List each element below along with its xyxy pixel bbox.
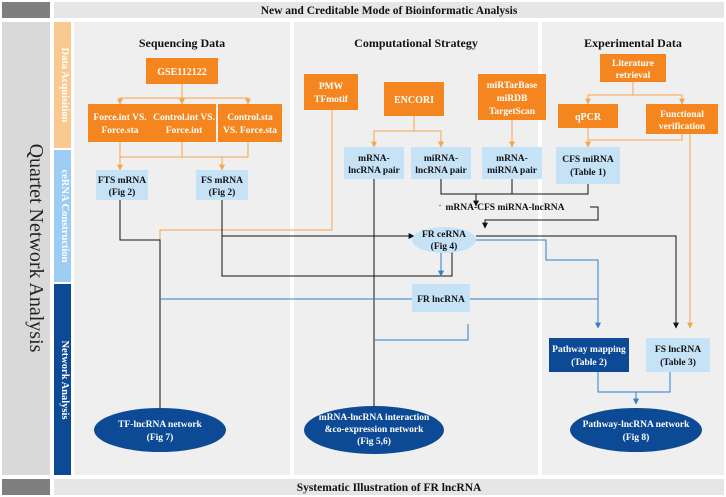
svg-text:miRNA-: miRNA- (424, 154, 458, 164)
svg-text:CFS miRNA: CFS miRNA (562, 155, 614, 165)
svg-text:(Table 1): (Table 1) (570, 167, 606, 178)
node-pmw-tfmotif: PMW TFmotif (304, 74, 358, 110)
svg-text:qPCR: qPCR (575, 112, 602, 123)
svg-text:mRNA-lncRNA interaction: mRNA-lncRNA interaction (319, 413, 430, 423)
node-fr-cerna: FR ceRNA (Fig 4) (412, 227, 476, 253)
row-label-acquisition: Data Acquisition (59, 48, 70, 123)
side-title: Quartet Network Analysis (25, 144, 47, 353)
svg-text:miRNA pair: miRNA pair (487, 166, 538, 176)
node-pathway-lncrna-network: Pathway-lncRNA network (Fig 8) (570, 408, 702, 452)
node-qpcr: qPCR (558, 104, 618, 128)
connectors (117, 82, 693, 447)
node-mirtarbase-mirdb-targetscan: miRTarBase miRDB TargetScan (478, 74, 546, 120)
svg-text:Pathway-lncRNA network: Pathway-lncRNA network (583, 420, 691, 430)
header-title: New and Creditable Mode of Bioinformatic… (261, 5, 518, 17)
node-fs-mrna: FS mRNA (Fig 2) (196, 170, 248, 200)
label-mrna-cfs-mirna-lncrna: mRNA-CFS miRNA-lncRNA (445, 203, 564, 213)
node-fs-lncrna: FS lncRNA (Table 3) (646, 338, 710, 372)
row-label-cerna: ceRNA Construction (59, 169, 70, 262)
row-label-network-bg (54, 284, 71, 475)
svg-text:(Fig 8): (Fig 8) (623, 432, 650, 443)
svg-text:miRDB: miRDB (497, 94, 528, 104)
footer-title: Systematic Illustration of FR lncRNA (297, 482, 482, 494)
svg-text:ENCORI: ENCORI (394, 95, 434, 106)
svg-text:Control.sta: Control.sta (227, 113, 273, 123)
svg-text:PMW: PMW (319, 82, 344, 92)
column-title-sequencing: Sequencing Data (139, 36, 225, 50)
svg-text:FR ceRNA: FR ceRNA (422, 230, 466, 240)
svg-text:(Fig 7): (Fig 7) (147, 432, 174, 443)
node-literature-retrieval: Literature retrieval (600, 54, 666, 82)
node-control-sta-vs-force-sta: Control.sta VS. Force.sta (218, 104, 282, 142)
svg-text:(Table 2): (Table 2) (571, 357, 607, 368)
svg-text:FS mRNA: FS mRNA (201, 176, 243, 186)
row-label-acquisition-bg (54, 22, 71, 148)
svg-text:FS lncRNA: FS lncRNA (655, 345, 701, 355)
header-bar (54, 2, 724, 18)
node-mrna-mirna-pair: mRNA- miRNA pair (482, 147, 542, 179)
svg-text:TF-lncRNA network: TF-lncRNA network (118, 420, 202, 430)
svg-text:retrieval: retrieval (616, 71, 651, 81)
svg-text:Force.int: Force.int (166, 126, 203, 136)
svg-text:Force.int VS.: Force.int VS. (93, 113, 146, 123)
svg-text:TargetScan: TargetScan (489, 107, 536, 117)
node-fr-lncrna: FR lncRNA (412, 284, 470, 312)
svg-text:GSE112122: GSE112122 (157, 67, 206, 78)
node-mrna-lncrna-interaction-network: mRNA-lncRNA interaction &co-expression n… (304, 406, 444, 454)
node-tf-lncrna-network: TF-lncRNA network (Fig 7) (94, 408, 226, 452)
svg-text:VS. Force.sta: VS. Force.sta (223, 126, 277, 136)
svg-text:Literature: Literature (612, 59, 654, 69)
svg-text:FR lncRNA: FR lncRNA (417, 295, 465, 305)
svg-text:verification: verification (659, 122, 706, 132)
svg-text:FTS mRNA: FTS mRNA (98, 176, 146, 186)
svg-text:(Fig 5,6): (Fig 5,6) (357, 436, 391, 447)
node-pathway-mapping: Pathway mapping (Table 2) (549, 338, 629, 372)
column-title-computational: Computational Strategy (354, 36, 478, 50)
svg-text:lncRNA pair: lncRNA pair (415, 166, 467, 176)
node-functional-verification: Functional verification (646, 104, 718, 134)
svg-text:(Fig 2): (Fig 2) (109, 187, 136, 198)
node-cfs-mirna: CFS miRNA (Table 1) (556, 147, 620, 184)
row-label-network: Network Analysis (59, 340, 70, 419)
svg-text:TFmotif: TFmotif (314, 95, 349, 105)
svg-text:mRNA-: mRNA- (358, 154, 390, 164)
svg-text:Functional: Functional (660, 110, 704, 120)
node-force-int-vs-force-sta: Force.int VS. Force.sta (88, 104, 152, 142)
header-tab (2, 2, 50, 18)
svg-text:Pathway mapping: Pathway mapping (552, 345, 626, 355)
svg-text:Control.int VS.: Control.int VS. (153, 113, 215, 123)
svg-text:(Fig 2): (Fig 2) (209, 187, 236, 198)
svg-text:&co-expression network: &co-expression network (325, 425, 424, 435)
svg-text:miRTarBase: miRTarBase (487, 81, 538, 91)
svg-text:(Table 3): (Table 3) (660, 357, 696, 368)
node-mirna-lncrna-pair: miRNA- lncRNA pair (411, 147, 471, 179)
svg-text:mRNA-: mRNA- (496, 154, 528, 164)
row-label-cerna-bg (54, 150, 71, 282)
svg-text:(Fig 4): (Fig 4) (431, 241, 458, 252)
column-title-experimental: Experimental Data (584, 36, 682, 50)
node-mrna-lncrna-pair: mRNA- lncRNA pair (344, 147, 404, 179)
svg-text:Force.sta: Force.sta (101, 126, 138, 136)
node-fts-mrna: FTS mRNA (Fig 2) (96, 170, 148, 200)
svg-text:lncRNA pair: lncRNA pair (348, 166, 400, 176)
footer-bar (54, 479, 724, 495)
side-title-bar (2, 22, 50, 475)
node-gse112122: GSE112122 (146, 58, 218, 84)
node-control-int-vs-force-int: Control.int VS. Force.int (152, 104, 216, 142)
footer-tab (2, 479, 50, 495)
node-encori: ENCORI (384, 82, 444, 116)
